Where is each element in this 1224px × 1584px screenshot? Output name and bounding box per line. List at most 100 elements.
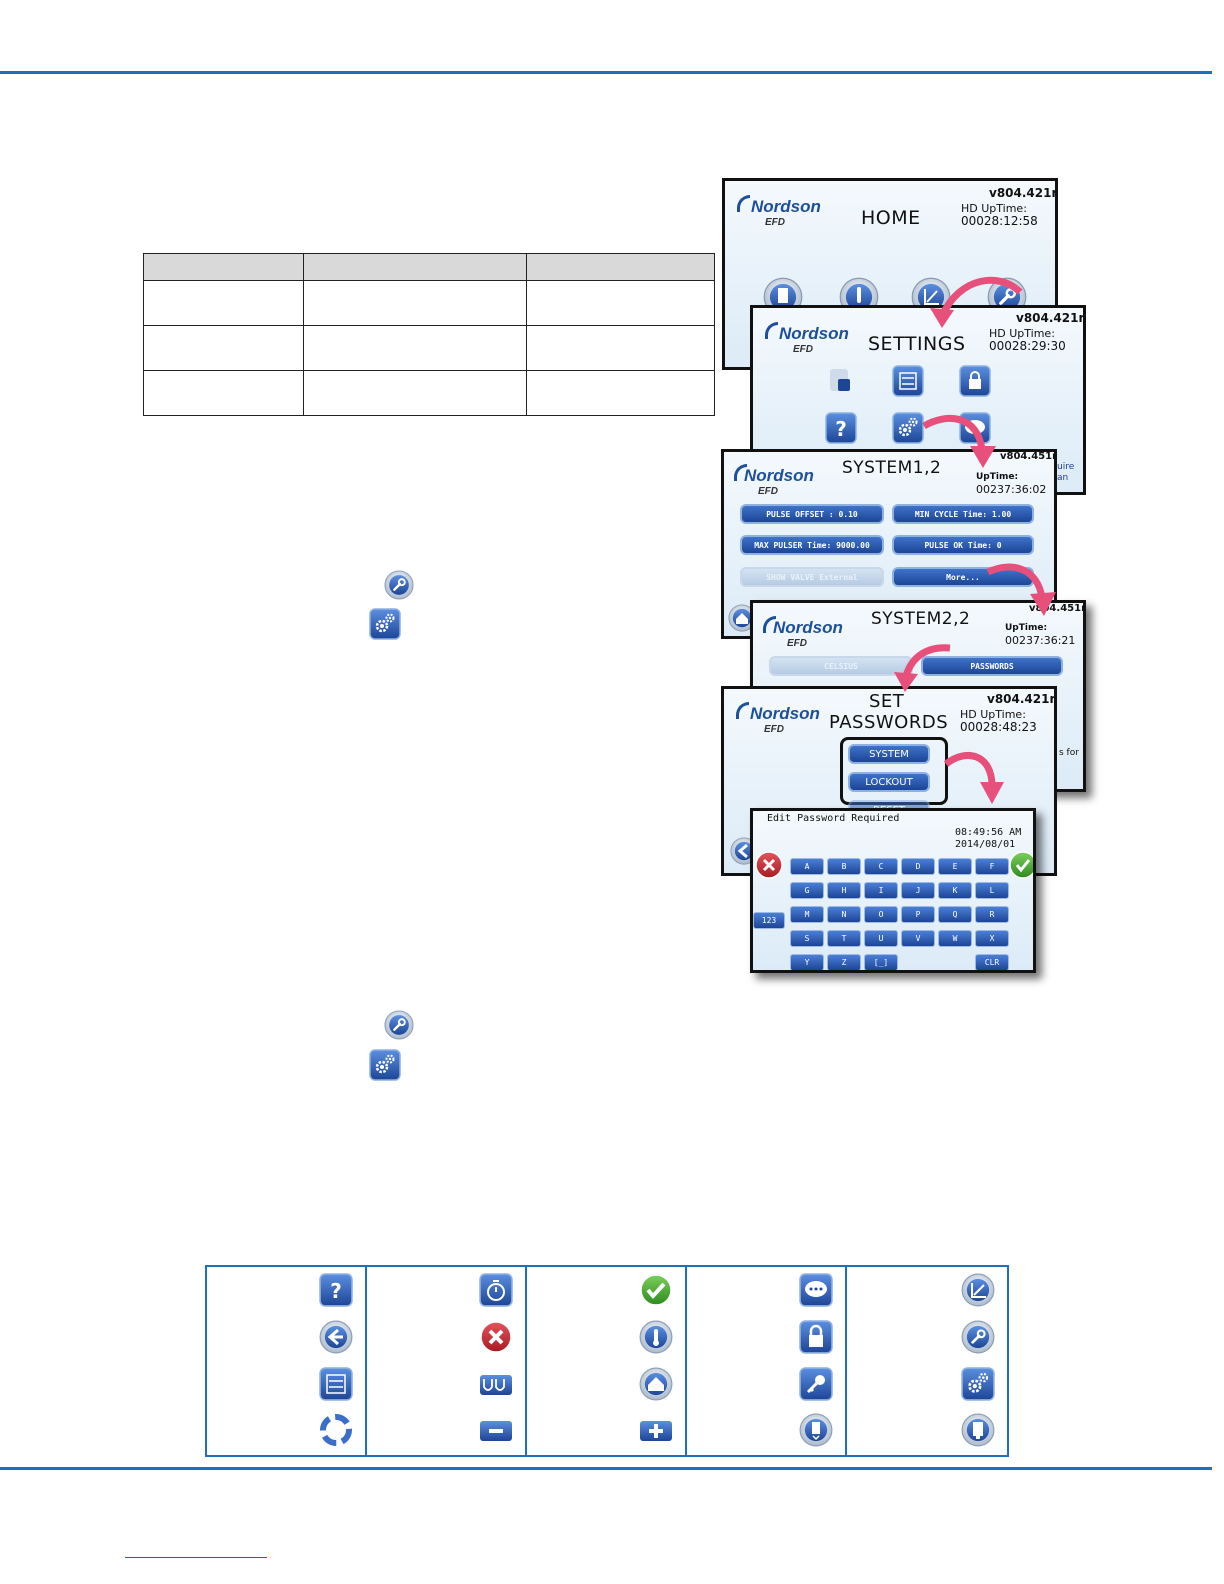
keyboard-key[interactable]: O [864,906,898,923]
table-cell [526,280,715,326]
max-pulser-time-button[interactable]: MAX PULSER Time: 9000.00 [740,535,884,555]
footer-rule [0,1467,1212,1470]
system-password-button[interactable]: SYSTEM [848,744,930,764]
timer-lock-icon[interactable] [825,365,857,397]
keyboard-key[interactable]: [_] [864,954,898,970]
check-icon[interactable] [1009,851,1036,879]
uptime-value: 00028:48:23 [960,720,1037,734]
thermometer-icon [639,1320,673,1354]
screen-title: SYSTEM1,2 [842,458,942,478]
table-cell [143,370,304,416]
uptime-value: 00028:12:58 [961,214,1038,228]
min-cycle-time-button[interactable]: MIN CYCLE Time: 1.00 [892,504,1034,524]
table-cell [143,325,304,371]
celsius-button[interactable]: CELSIUS [769,656,913,676]
clear-key[interactable]: CLR [975,954,1009,970]
keyboard-key[interactable]: Q [938,906,972,923]
lock-icon[interactable] [959,365,991,397]
keyboard-key[interactable]: C [864,858,898,875]
screen-title: SYSTEM2,2 [871,609,971,629]
back-icon [319,1320,353,1354]
cancel-icon[interactable] [755,851,783,879]
table-header-cell [526,253,715,281]
waveform-icon [480,1375,512,1395]
uptime-label: UpTime: [1005,623,1048,633]
uptime-value: 00237:36:21 [1005,634,1076,647]
table-cell [143,280,304,326]
pulse-ok-time-button[interactable]: PULSE OK Time: 0 [892,535,1034,555]
keyboard-key[interactable]: V [901,930,935,947]
gears-icon[interactable] [892,412,924,444]
graph-icon [961,1273,995,1307]
show-valve-button[interactable]: SHOW VALVE External [740,567,884,587]
keyboard-key[interactable]: E [938,858,972,875]
legend-column [687,1267,847,1455]
keyboard-key[interactable]: X [975,930,1009,947]
screen-title: HOME [861,207,921,229]
uptime-label: HD UpTime: [961,202,1027,215]
more-button[interactable]: More... [892,567,1034,587]
table-header-cell [143,253,304,281]
keyboard-key[interactable]: N [827,906,861,923]
settings-sliders-icon[interactable] [892,365,924,397]
thermometer-icon[interactable] [839,277,879,317]
chat-icon[interactable] [959,412,991,444]
keyboard-key[interactable]: M [790,906,824,923]
keyboard-key[interactable]: J [901,882,935,899]
keyboard-key[interactable]: Y [790,954,824,970]
uptime-label: HD UpTime: [989,327,1055,340]
keyboard-key[interactable]: F [975,858,1009,875]
keyboard-key[interactable]: G [790,882,824,899]
keyboard-key[interactable]: T [827,930,861,947]
usb-stick-icon[interactable] [763,277,803,317]
gears-icon [961,1367,995,1401]
back-icon[interactable] [730,837,758,865]
keyboard-key[interactable]: D [901,858,935,875]
graph-icon[interactable] [911,277,951,317]
check-icon [640,1274,672,1306]
home-icon[interactable] [728,604,756,632]
passwords-button[interactable]: PASSWORDS [921,656,1063,676]
key-icon [799,1367,833,1401]
help-icon: ? [319,1273,353,1307]
screen-title-line1: SET [869,691,905,712]
wrench-icon [384,570,414,600]
plus-icon [640,1421,672,1441]
keyboard-key[interactable]: S [790,930,824,947]
wrench-icon [384,1010,414,1040]
legend-column [367,1267,527,1455]
keyboard-key[interactable]: U [864,930,898,947]
keyboard-key[interactable]: I [864,882,898,899]
version-label: v804.451r [1000,451,1057,462]
footer-link-underline [125,1557,267,1558]
password-keyboard-screen: Edit Password Required 08:49:56 AM 2014/… [750,808,1036,973]
keyboard-key[interactable]: R [975,906,1009,923]
nordson-logo-swoosh [765,322,778,339]
lockout-password-button[interactable]: LOCKOUT [848,772,930,792]
refresh-icon [320,1414,352,1446]
nordson-logo-swoosh [763,616,776,633]
keyboard-key[interactable]: K [938,882,972,899]
usb-icon [799,1413,833,1447]
keyboard-key[interactable]: P [901,906,935,923]
svg-text:?: ? [330,1279,342,1303]
keyboard-key[interactable]: Z [827,954,861,970]
table-cell [526,325,715,371]
version-label: v804.421r [989,186,1058,200]
keyboard-key[interactable]: B [827,858,861,875]
keyboard-key[interactable]: A [790,858,824,875]
number-mode-key[interactable]: 123 [753,912,785,929]
parameter-table [143,253,715,416]
keyboard-key[interactable]: H [827,882,861,899]
version-label: v804.421r [1016,311,1085,325]
help-icon[interactable]: ? [825,412,857,444]
version-label: v804.421r [987,692,1056,706]
nordson-logo-swoosh [737,195,750,212]
pulse-offset-button[interactable]: PULSE OFFSET : 0.10 [740,504,884,524]
keyboard-key[interactable]: L [975,882,1009,899]
keyboard-key[interactable]: W [938,930,972,947]
screen-title: SETTINGS [868,333,966,355]
gears-icon [369,608,401,640]
